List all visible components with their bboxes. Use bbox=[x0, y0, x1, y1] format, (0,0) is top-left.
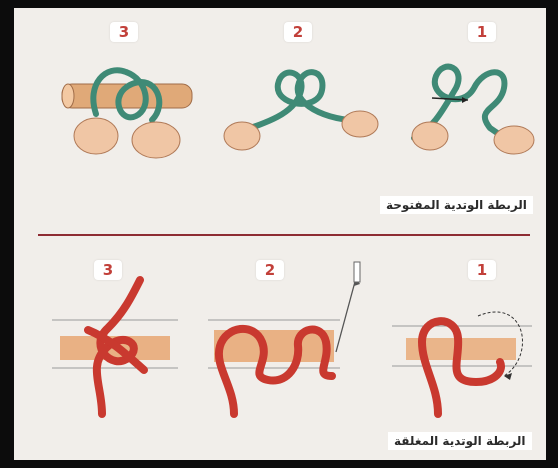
top-step-3-number: 3 bbox=[110, 22, 138, 42]
open-clove-hitch-caption: الربطة الوتدية المفتوحة bbox=[380, 196, 533, 214]
bottom-step-1-illustration bbox=[386, 286, 536, 416]
closed-clove-hitch-caption: الربطة الوتدية المغلقة bbox=[388, 432, 532, 450]
bottom-step-1-number: 1 bbox=[468, 260, 496, 280]
bottom-step-3-illustration bbox=[48, 276, 188, 416]
top-step-2-illustration bbox=[222, 54, 382, 154]
bottom-step-2-illustration bbox=[204, 256, 364, 416]
top-step-1-illustration bbox=[404, 48, 544, 158]
diagram-panel: 1 2 3 الربطة الوتدية المفتوحة 1 2 3 bbox=[14, 8, 546, 460]
top-step-1-number: 1 bbox=[468, 22, 496, 42]
top-step-3-illustration bbox=[56, 54, 206, 164]
section-divider bbox=[38, 234, 530, 236]
top-step-2-number: 2 bbox=[284, 22, 312, 42]
